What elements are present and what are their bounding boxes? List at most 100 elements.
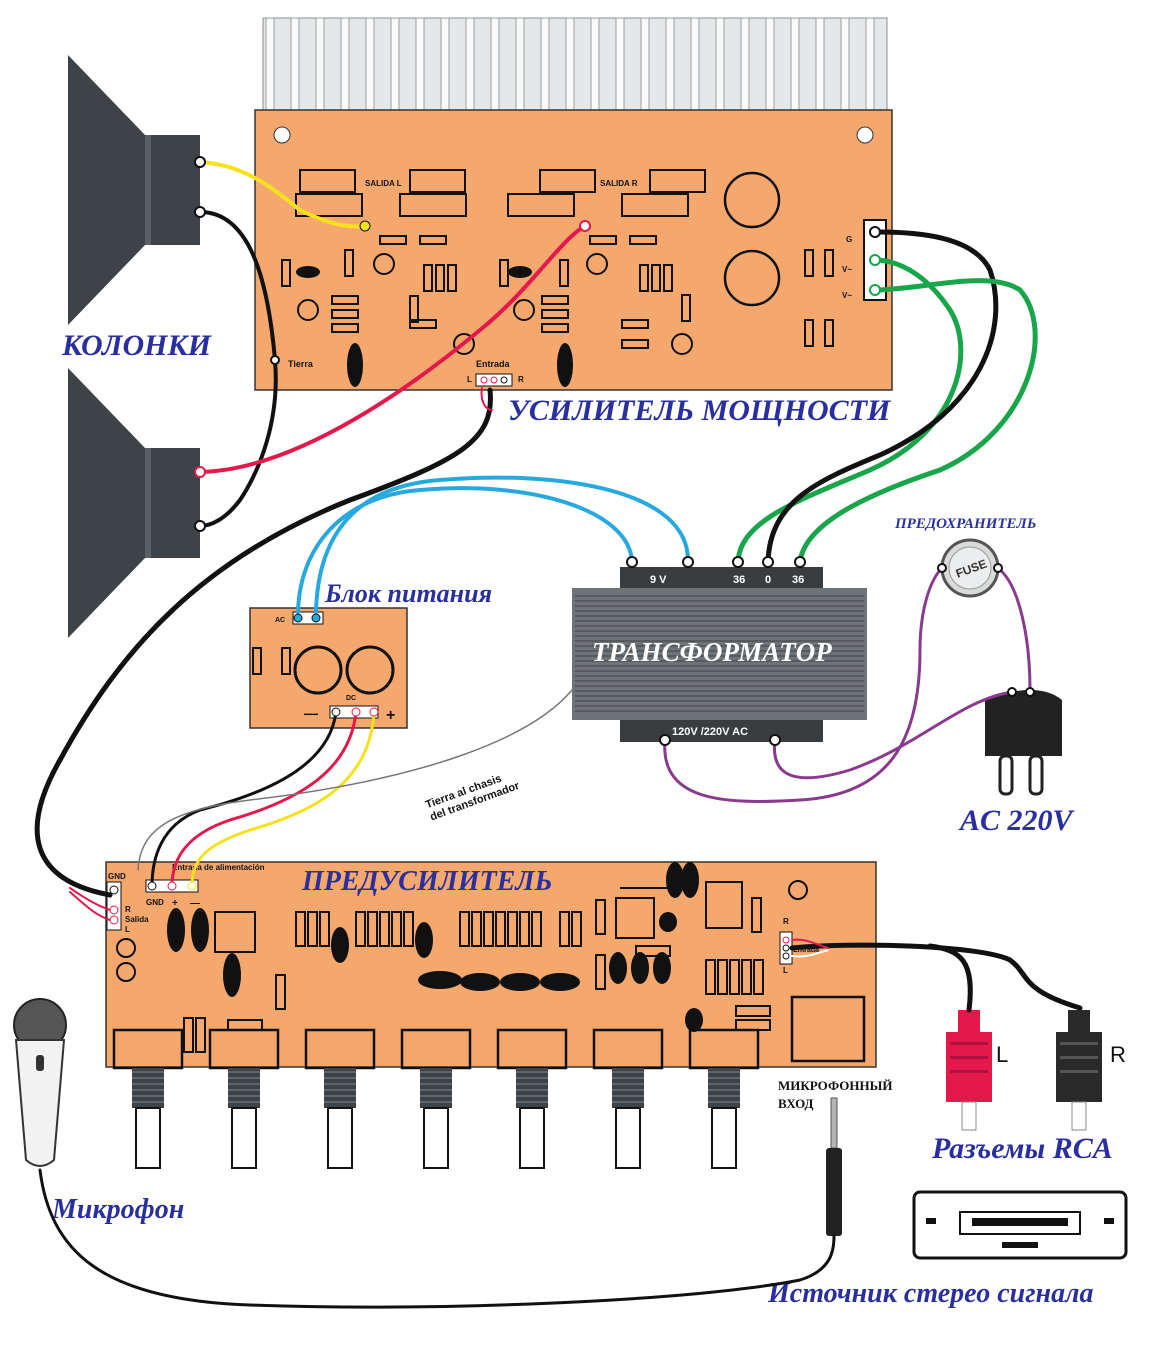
potentiometer-shaft [423,1107,449,1169]
capacitor [460,973,500,991]
resistor [621,339,649,349]
salida-r-label: SALIDA R [600,179,638,188]
potentiometer-shaft [519,1107,545,1169]
resistor [379,911,390,947]
capacitor [116,938,136,958]
resistor [735,1005,771,1017]
wires [34,160,1083,1309]
tap-36b-label: 36 [792,574,804,586]
salida-l-label: SALIDA L [365,179,402,188]
capacitor [331,927,349,963]
resistor [331,323,359,333]
capacitor [659,912,677,932]
amp-in-l-label: L [467,375,472,384]
potentiometer-shaft [135,1107,161,1169]
resistor [403,911,414,947]
capacitor [418,971,462,989]
tap-9v-label: 9 V [650,574,667,586]
resistor [531,911,542,947]
resistor [824,249,834,277]
resistor [379,235,407,245]
ic-chip [705,881,743,929]
power-amp-board [254,109,893,391]
capacitor [681,862,699,898]
capacitor [167,908,185,952]
psu-ac-label: AC [275,617,285,624]
resistor [741,959,752,995]
transformer-body [572,588,867,720]
mount-hole [856,126,874,144]
rca-label: Разъемы RCA [931,1132,1113,1165]
resistor [541,323,569,333]
rca-plug-l[interactable] [946,1010,992,1131]
amp-g-label: G [846,235,852,244]
potentiometers[interactable] [112,1028,760,1169]
resistor [541,295,569,305]
resistor [419,235,447,245]
resistor [459,911,470,947]
capacitor [116,962,136,982]
resistor [275,974,286,1010]
tap-36a-label: 36 [733,574,745,586]
resistor [331,309,359,319]
resistor [621,319,649,329]
resistor [804,249,814,277]
resistor [681,294,691,322]
fuse-face [948,546,992,590]
potentiometer-shaft [615,1107,641,1169]
potentiometer-shaft [231,1107,257,1169]
microphone[interactable] [13,998,67,1167]
resistor [495,911,506,947]
resistor [629,235,657,245]
resistor [483,911,494,947]
capacitor [666,862,684,898]
amp-in-r-label: R [518,375,524,384]
amp-transistors [295,169,706,217]
resistor [559,911,570,947]
primary-label: 120V /220V AC [672,726,748,738]
speakers-label: КОЛОНКИ [61,329,213,362]
mic-jack-socket[interactable] [790,995,866,1063]
capacitor [788,880,808,900]
resistor [541,309,569,319]
resistor [423,264,433,292]
resistor [281,259,291,287]
capacitor [500,973,540,991]
tierra-label: Tierra [288,359,314,369]
ic-chip [615,897,655,939]
amp-v1-label: V~ [842,265,852,274]
potentiometer-shaft [327,1107,353,1169]
tap-0-label: 0 [765,574,771,586]
preamp-power-in-label: Entrada de alimentación [172,863,265,872]
microphone-label: Микрофон [51,1194,184,1225]
resistor [589,235,617,245]
rca-r-label: R [1110,1042,1126,1067]
rca-l-label: L [996,1042,1008,1067]
preamp-out-r-label: R [125,905,131,914]
resistor [635,945,671,957]
preamp-in-l-label: L [783,966,788,975]
ac-plug-label: AC 220V [958,804,1076,837]
resistor [355,911,366,947]
fuse-label: ПРЕДОХРАНИТЕЛЬ [894,516,1036,532]
resistor [435,264,445,292]
potentiometer-shaft [711,1107,737,1169]
resistor [195,1017,206,1053]
resistor [571,911,582,947]
preamp-minus-label: — [190,898,200,909]
speaker-bottom [68,368,200,638]
terminals [109,156,1035,960]
jack-plug[interactable] [826,1097,842,1236]
resistor [729,959,740,995]
resistor [705,959,716,995]
ac-plug[interactable] [985,690,1062,796]
rca-plug-r[interactable] [1056,1010,1102,1131]
resistor [824,319,834,347]
resistor [507,911,518,947]
resistor [639,264,649,292]
transformer-label: ТРАНСФОРМАТОР [592,637,832,667]
resistor [559,259,569,287]
preamp-in-r-label: R [783,917,789,926]
capacitor [653,952,671,984]
